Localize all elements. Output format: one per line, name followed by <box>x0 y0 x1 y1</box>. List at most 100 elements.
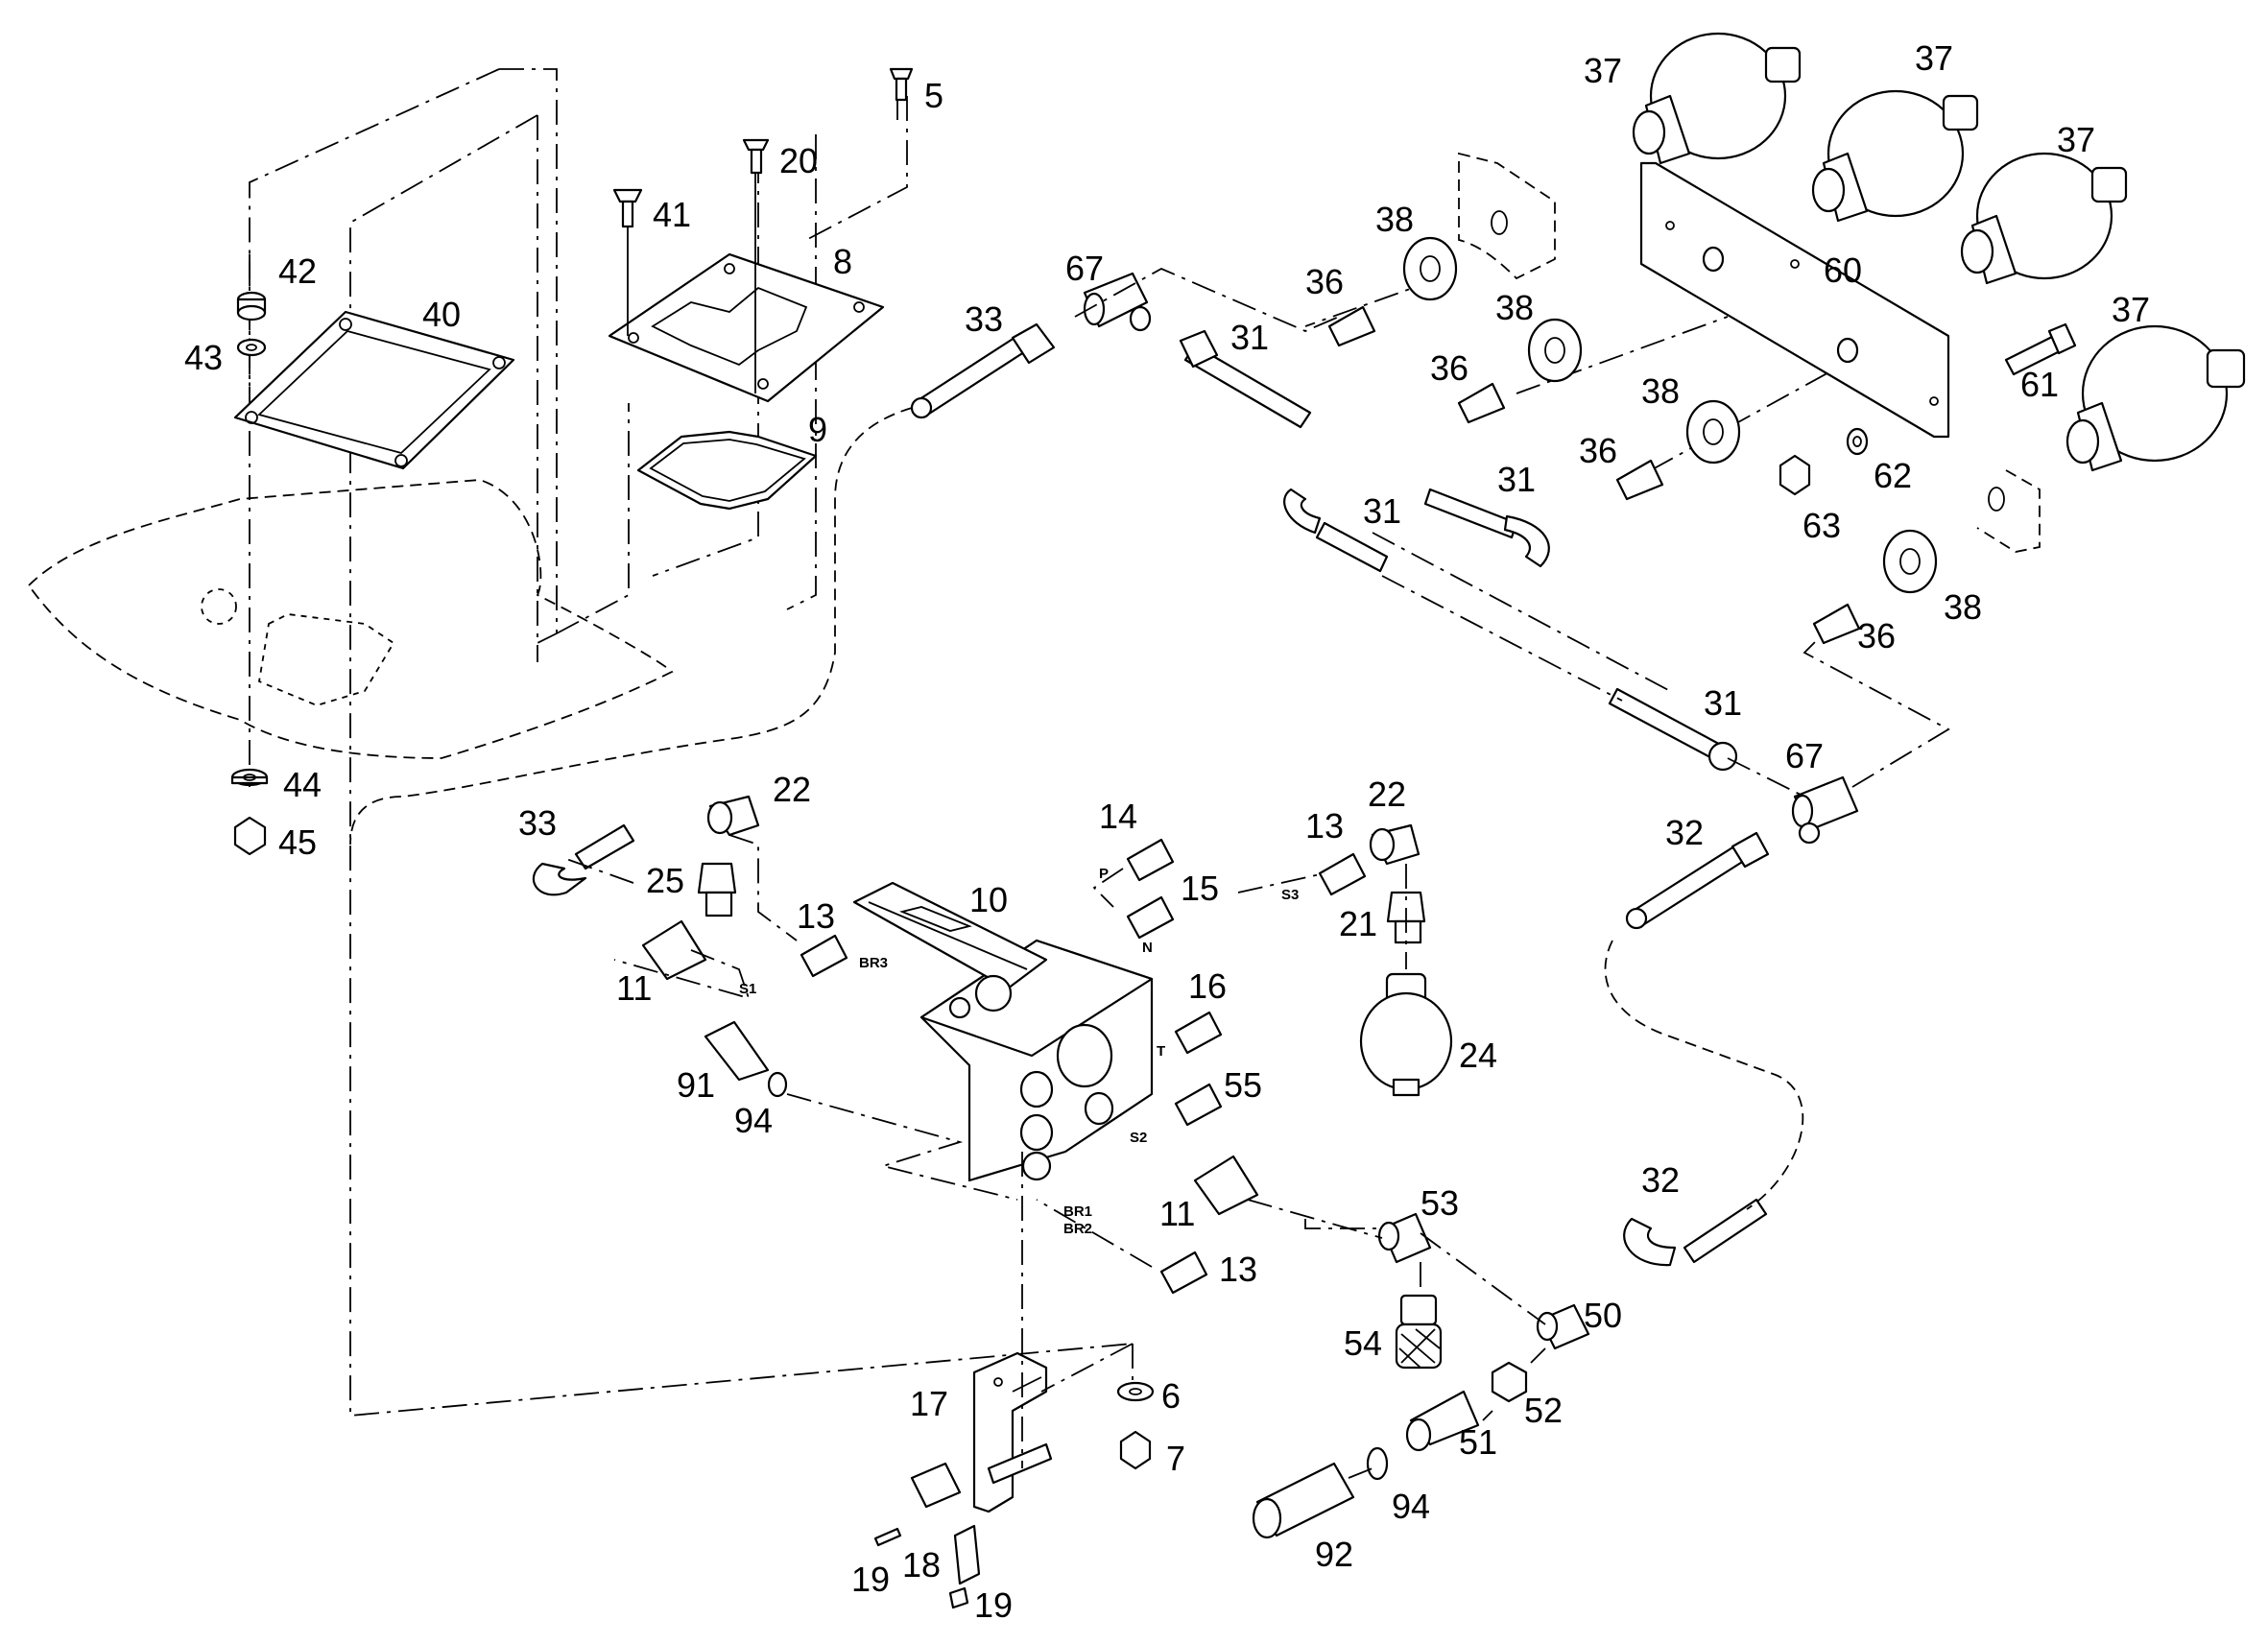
fitting-16 <box>1174 1011 1223 1055</box>
plug-92 <box>1252 1462 1355 1539</box>
label-24: 24 <box>1459 1036 1497 1075</box>
plug-91 <box>704 1020 770 1082</box>
bolt-61 <box>2004 322 2077 376</box>
hose-31-d <box>1608 687 1738 772</box>
frame-outline <box>249 68 1134 1417</box>
screw-41 <box>612 188 643 228</box>
label-54: 54 <box>1344 1323 1382 1363</box>
label-60: 60 <box>1824 250 1862 290</box>
label-37b: 37 <box>1915 38 1953 78</box>
label-32a: 32 <box>1665 813 1704 852</box>
label-8: 8 <box>833 242 852 281</box>
accumulator-37-d <box>2065 324 2246 472</box>
label-37c: 37 <box>2057 120 2095 159</box>
label-36a: 36 <box>1305 262 1344 301</box>
port-s2: S2 <box>1130 1130 1147 1146</box>
fitting-36-d <box>1812 603 1861 645</box>
label-40: 40 <box>422 295 461 334</box>
tee-53 <box>1377 1212 1432 1264</box>
label-55: 55 <box>1224 1065 1262 1105</box>
washer-62 <box>1846 427 1869 456</box>
cover-plate-40 <box>233 310 515 470</box>
label-62: 62 <box>1874 456 1912 495</box>
bracket-17 <box>972 1351 1053 1513</box>
label-10: 10 <box>969 880 1008 919</box>
nut-45 <box>233 816 267 856</box>
accumulator-37-a <box>1632 32 1802 165</box>
bracket-plate-60 <box>1639 161 1950 439</box>
label-17: 17 <box>910 1384 948 1423</box>
fitting-11-s2 <box>1193 1155 1259 1216</box>
port-p: P <box>1099 866 1109 882</box>
fitting-13-s3 <box>1318 852 1367 896</box>
hose-32-upper <box>1625 831 1770 930</box>
part-labels: 37 37 37 37 5 20 41 8 9 42 43 40 44 45 3… <box>184 38 2150 1625</box>
nut-7 <box>1119 1430 1152 1470</box>
nut-63 <box>1779 454 1811 496</box>
hose-33-upper <box>910 322 1056 419</box>
label-19b: 19 <box>974 1585 1013 1625</box>
hose-31-b <box>1423 488 1550 568</box>
port-br1: BR1 <box>1063 1203 1092 1220</box>
ring-94-left <box>767 1071 788 1098</box>
fitting-36-b <box>1457 382 1506 424</box>
fitting-36-a <box>1327 305 1376 347</box>
label-13b: 13 <box>1305 806 1344 846</box>
label-38c: 38 <box>1641 371 1680 411</box>
label-94b: 94 <box>1392 1487 1430 1526</box>
tee-67-upper <box>1083 272 1152 332</box>
accumulator-37-c <box>1960 152 2128 285</box>
label-6: 6 <box>1161 1376 1181 1416</box>
label-44: 44 <box>283 765 322 804</box>
label-38d: 38 <box>1944 587 1982 627</box>
label-45: 45 <box>278 822 317 862</box>
label-31c: 31 <box>1363 491 1401 531</box>
washer-6 <box>1116 1381 1155 1402</box>
label-18: 18 <box>902 1545 941 1584</box>
fitting-55 <box>1174 1083 1223 1127</box>
label-52: 52 <box>1524 1391 1563 1430</box>
fitting-15 <box>1126 895 1175 940</box>
label-43: 43 <box>184 338 223 377</box>
label-67b: 67 <box>1785 736 1824 775</box>
port-s3: S3 <box>1281 887 1299 903</box>
label-37d: 37 <box>2112 290 2150 329</box>
label-20: 20 <box>779 141 818 180</box>
label-11a: 11 <box>616 968 652 1008</box>
label-25: 25 <box>646 861 684 900</box>
screw-5 <box>889 67 914 102</box>
fitting-13-br1 <box>1159 1251 1208 1295</box>
brake-valve-10 <box>852 881 1154 1182</box>
hose-32-lower <box>1623 1198 1768 1267</box>
label-14: 14 <box>1099 797 1137 836</box>
accumulator-24 <box>1359 972 1453 1097</box>
label-53: 53 <box>1420 1183 1459 1223</box>
label-16: 16 <box>1188 966 1227 1006</box>
label-22a: 22 <box>773 770 811 809</box>
nut-38-d <box>1882 529 1938 594</box>
bushing-42 <box>236 291 267 322</box>
ring-94-right <box>1366 1446 1389 1481</box>
mounting-panel-outline <box>1458 152 2041 553</box>
label-37a: 37 <box>1584 51 1622 90</box>
label-36b: 36 <box>1430 348 1468 388</box>
fitting-13-br3 <box>800 934 848 978</box>
fitting-11-s1 <box>641 919 707 981</box>
fitting-36-c <box>1615 459 1664 501</box>
screw-20 <box>742 138 770 175</box>
floor-plate-outline <box>27 479 674 759</box>
tee-67-lower <box>1791 775 1859 845</box>
label-67a: 67 <box>1065 249 1104 288</box>
port-labels: P N S3 BR3 S1 T S2 BR1 BR2 <box>739 866 1299 1237</box>
washer-43 <box>236 338 267 357</box>
elbow-22-left <box>706 795 760 837</box>
label-42: 42 <box>278 251 317 291</box>
label-22b: 22 <box>1368 774 1406 814</box>
label-31a: 31 <box>1230 318 1269 357</box>
label-38b: 38 <box>1495 288 1534 327</box>
cover-plate-8 <box>608 252 885 403</box>
label-13c: 13 <box>1219 1250 1257 1289</box>
label-36d: 36 <box>1857 616 1896 655</box>
port-s1: S1 <box>739 981 756 997</box>
